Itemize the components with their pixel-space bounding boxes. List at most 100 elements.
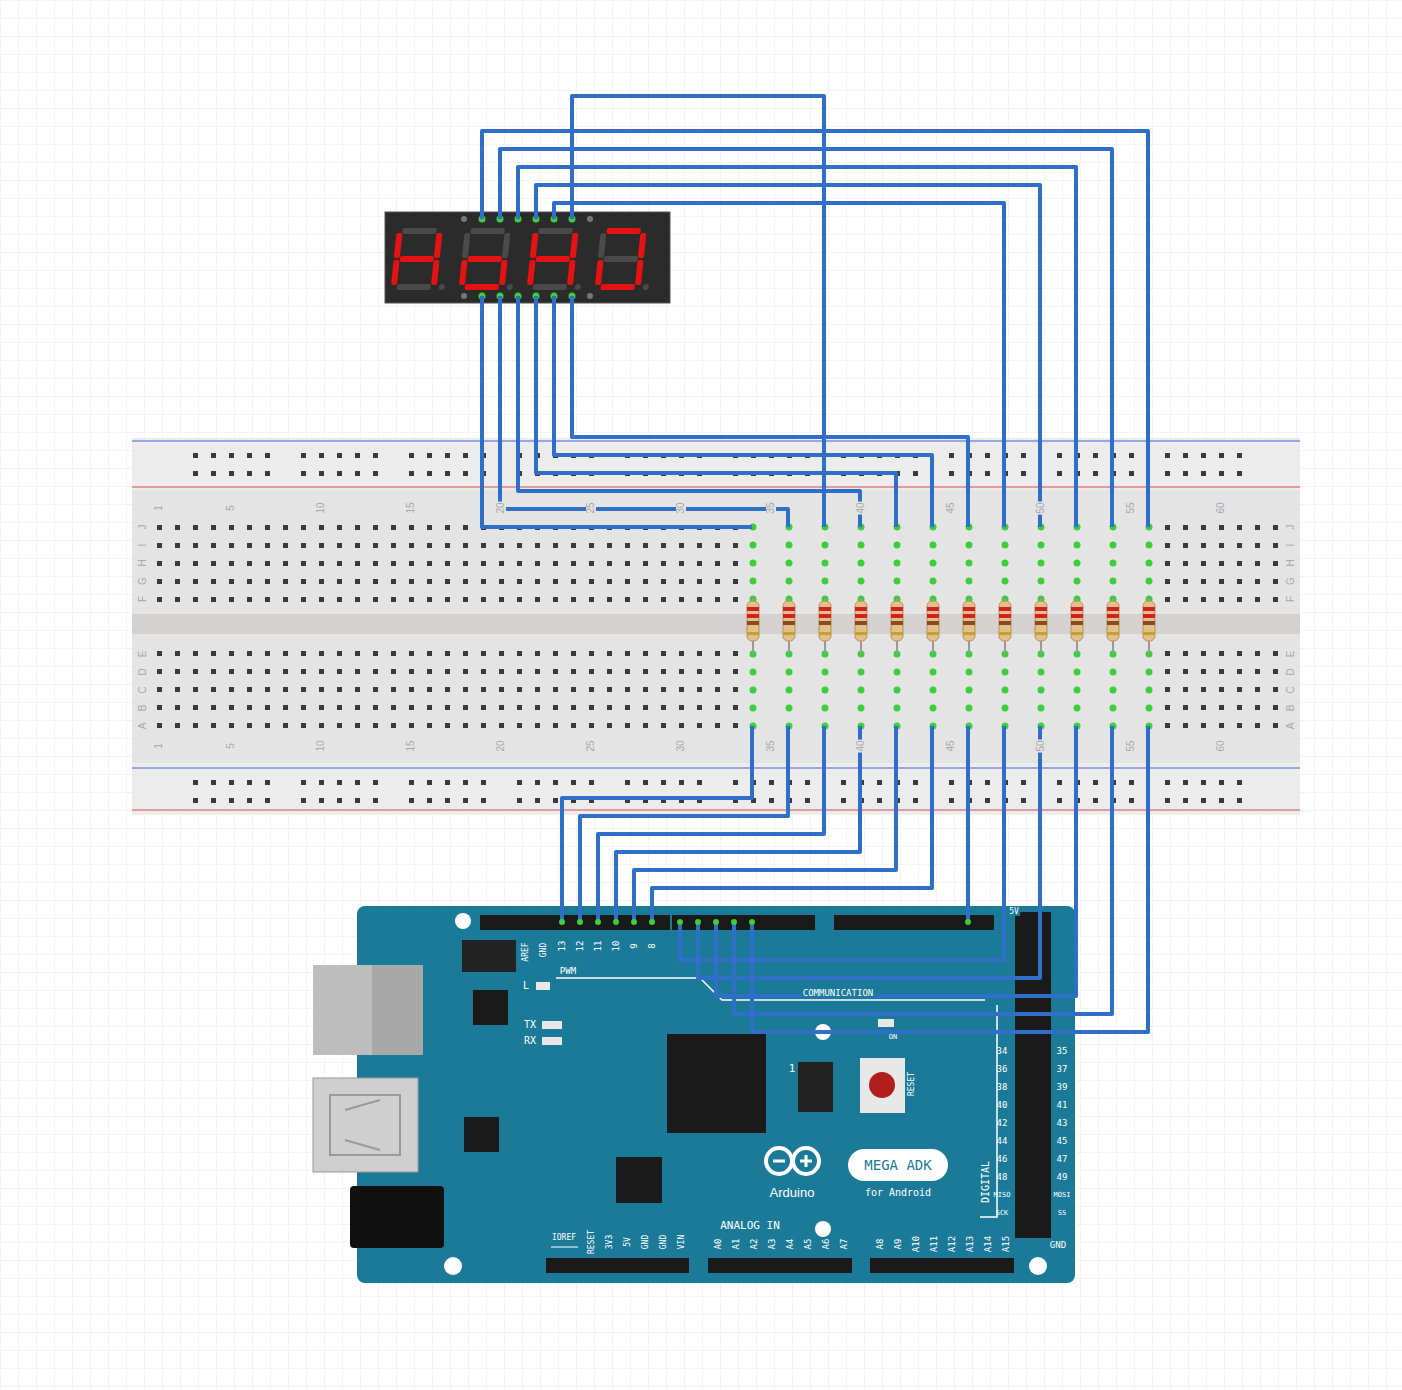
wire-ends-part — [965, 919, 971, 925]
resistor-symbol — [1143, 599, 1155, 654]
pin-label: RESET — [588, 1229, 596, 1255]
resistor-symbol — [963, 599, 975, 654]
pin-label: A6 — [822, 1238, 831, 1251]
segment — [535, 256, 570, 262]
resistor-symbol — [999, 599, 1011, 654]
pin-label: A3 — [768, 1238, 777, 1251]
pin-number: 41 — [1056, 1101, 1069, 1110]
pin-label: A14 — [984, 1235, 993, 1253]
pin-number: 43 — [1056, 1119, 1069, 1128]
pin-label: AREF — [522, 941, 530, 962]
arduino-mega-board-part — [313, 1078, 418, 1172]
decimal-point — [642, 284, 649, 290]
column-number: 45 — [946, 739, 956, 752]
brand-logo-text: Arduino — [769, 1186, 816, 1199]
column-number: 40 — [856, 739, 866, 752]
row-letter: A — [138, 722, 148, 731]
jumper-wires-part — [652, 726, 932, 922]
column-number: 1 — [154, 504, 164, 512]
pin-number: 40 — [996, 1101, 1009, 1110]
row-letter: E — [1286, 650, 1296, 659]
column-number: 15 — [406, 501, 416, 514]
arduino-mega-board-part — [1029, 1257, 1047, 1275]
breadboard-part — [132, 768, 1300, 769]
arduino-mega-board-part — [815, 1221, 831, 1237]
decimal-point — [574, 284, 581, 290]
arduino-mega-board-part — [773, 1155, 812, 1167]
arduino-mega-board-part — [480, 912, 1051, 1273]
column-number: 50 — [1036, 501, 1046, 514]
pin-label: A4 — [786, 1238, 795, 1251]
column-number: 40 — [856, 501, 866, 514]
jumper-wires-part — [734, 726, 1112, 1014]
pin-number: 8 — [648, 942, 657, 949]
wire-ends-part — [677, 919, 683, 925]
breadboard-part — [132, 763, 1300, 815]
jumper-wires — [482, 96, 1148, 1032]
arduino-mega-board-part-part — [870, 1258, 1014, 1273]
arduino-mega-board-part-part — [708, 1258, 852, 1273]
segment-digit — [594, 228, 655, 290]
row-letter: F — [138, 595, 148, 603]
pin-number: 49 — [1056, 1173, 1069, 1182]
pin-number: 37 — [1056, 1065, 1069, 1074]
column-number: 20 — [496, 739, 506, 752]
column-number: 45 — [946, 501, 956, 514]
arduino-mega-board-part-part — [1015, 912, 1051, 1238]
pin-label: A15 — [1002, 1235, 1011, 1253]
breadboard-part — [132, 441, 1300, 442]
pin-label: MOSI — [1053, 1192, 1072, 1199]
jumper-wires-part — [518, 167, 1076, 527]
resistor-symbol — [927, 599, 939, 654]
column-number: 35 — [766, 501, 776, 514]
jumper-wires-part — [482, 131, 1148, 527]
segment — [464, 284, 499, 290]
decimal-point — [438, 284, 445, 290]
arduino-mega-board-part-part — [480, 915, 670, 930]
pin-number: 13 — [558, 940, 567, 953]
pin-number: 45 — [1056, 1137, 1069, 1146]
led-label: L — [522, 981, 530, 991]
pin-label: A9 — [894, 1238, 903, 1251]
jumper-wires-part — [572, 296, 968, 527]
wire-ends-part — [631, 919, 637, 925]
arduino-mega-board-part — [313, 965, 423, 1055]
board-subtitle: for Android — [864, 1188, 932, 1198]
wire-ends-part — [649, 919, 655, 925]
jumper-wires-part — [598, 726, 824, 922]
jumper-wires-part — [966, 726, 970, 922]
pin-label: A11 — [930, 1235, 939, 1253]
pin-label: GND — [1049, 1241, 1067, 1250]
column-number: 55 — [1126, 739, 1136, 752]
pin-number: 12 — [576, 940, 585, 953]
header-marker: 1 — [788, 1064, 796, 1074]
arduino-mega-board-part — [860, 1058, 905, 1113]
segment — [431, 260, 440, 285]
arduino-mega-board-part-part — [546, 1258, 689, 1273]
pin-label: A8 — [876, 1238, 885, 1251]
wire-ends-part — [713, 919, 719, 925]
pin-number: 44 — [996, 1137, 1009, 1146]
segment — [635, 260, 644, 285]
pin-number: 38 — [996, 1083, 1009, 1092]
segment — [532, 284, 567, 290]
display-pins-part — [461, 216, 467, 222]
breadboard-part — [150, 518, 1284, 608]
resistor-symbol — [783, 599, 795, 654]
column-number: 35 — [766, 739, 776, 752]
segment — [598, 233, 607, 258]
arduino-mega-board-part — [345, 1100, 380, 1150]
arduino-mega-board-part — [869, 1072, 895, 1098]
pin-label: A5 — [804, 1238, 813, 1251]
pin-label: A7 — [840, 1238, 849, 1251]
pin-label: 3V3 — [606, 1234, 614, 1250]
arduino-mega-board-part — [878, 1019, 894, 1027]
segment — [402, 228, 437, 234]
segment — [502, 233, 511, 258]
pin-number: 35 — [1056, 1047, 1069, 1056]
jumper-wires-part — [536, 296, 896, 527]
board-model: MEGA ADK — [863, 1158, 932, 1172]
arduino-mega-board-part — [542, 1021, 562, 1029]
segment — [606, 228, 641, 234]
pin-number: 42 — [996, 1119, 1009, 1128]
